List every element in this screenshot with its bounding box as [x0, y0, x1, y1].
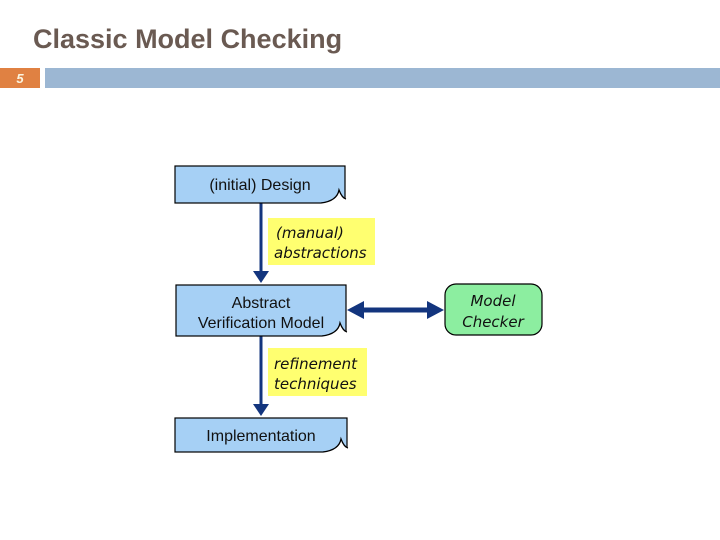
- node-label-line2: Verification Model: [198, 315, 324, 332]
- node-box: [174, 165, 346, 204]
- node-box: [174, 417, 348, 453]
- node-label-line2: Checker: [462, 313, 524, 331]
- node-abstract-verification-model: Abstract Verification Model: [175, 284, 348, 337]
- node-box: [444, 283, 543, 336]
- folded-corner-icon: [323, 439, 348, 453]
- node-initial-design: (initial) Design: [174, 165, 347, 204]
- folded-corner-icon: [320, 187, 347, 204]
- label-line2: abstractions: [274, 244, 367, 262]
- label-box: [268, 218, 375, 265]
- label-line1: refinement: [274, 355, 358, 373]
- label-line1: (manual): [276, 224, 344, 242]
- label-box: [268, 348, 367, 396]
- arrowhead-left-icon: [347, 301, 364, 319]
- slide-title: Classic Model Checking: [33, 24, 343, 54]
- node-label: (initial) Design: [209, 177, 310, 194]
- label-line2: techniques: [274, 375, 357, 393]
- node-label-line1: Abstract: [232, 295, 291, 312]
- folded-corner-icon: [322, 436, 349, 453]
- arrowhead-down-icon: [253, 271, 269, 283]
- arrow-design-to-avm: [253, 203, 269, 283]
- folded-corner-icon: [321, 190, 346, 204]
- arrowhead-down-icon: [253, 404, 269, 416]
- node-label-line1: Model: [470, 292, 516, 310]
- arrow-avm-to-implementation: [253, 336, 269, 416]
- folded-corner-icon: [321, 320, 348, 337]
- arrowhead-right-icon: [427, 301, 444, 319]
- node-implementation: Implementation: [174, 417, 349, 453]
- header-rule: [45, 68, 720, 88]
- node-label: Implementation: [206, 428, 315, 445]
- page-number-badge: 5: [0, 68, 40, 88]
- folded-corner-icon: [322, 323, 347, 337]
- label-manual-abstractions: (manual) abstractions: [268, 218, 375, 265]
- arrow-avm-modelchecker: [347, 301, 444, 319]
- node-model-checker: Model Checker: [444, 283, 543, 336]
- header-bar: 5: [0, 68, 720, 88]
- label-refinement-techniques: refinement techniques: [268, 348, 367, 396]
- node-box: [175, 284, 347, 337]
